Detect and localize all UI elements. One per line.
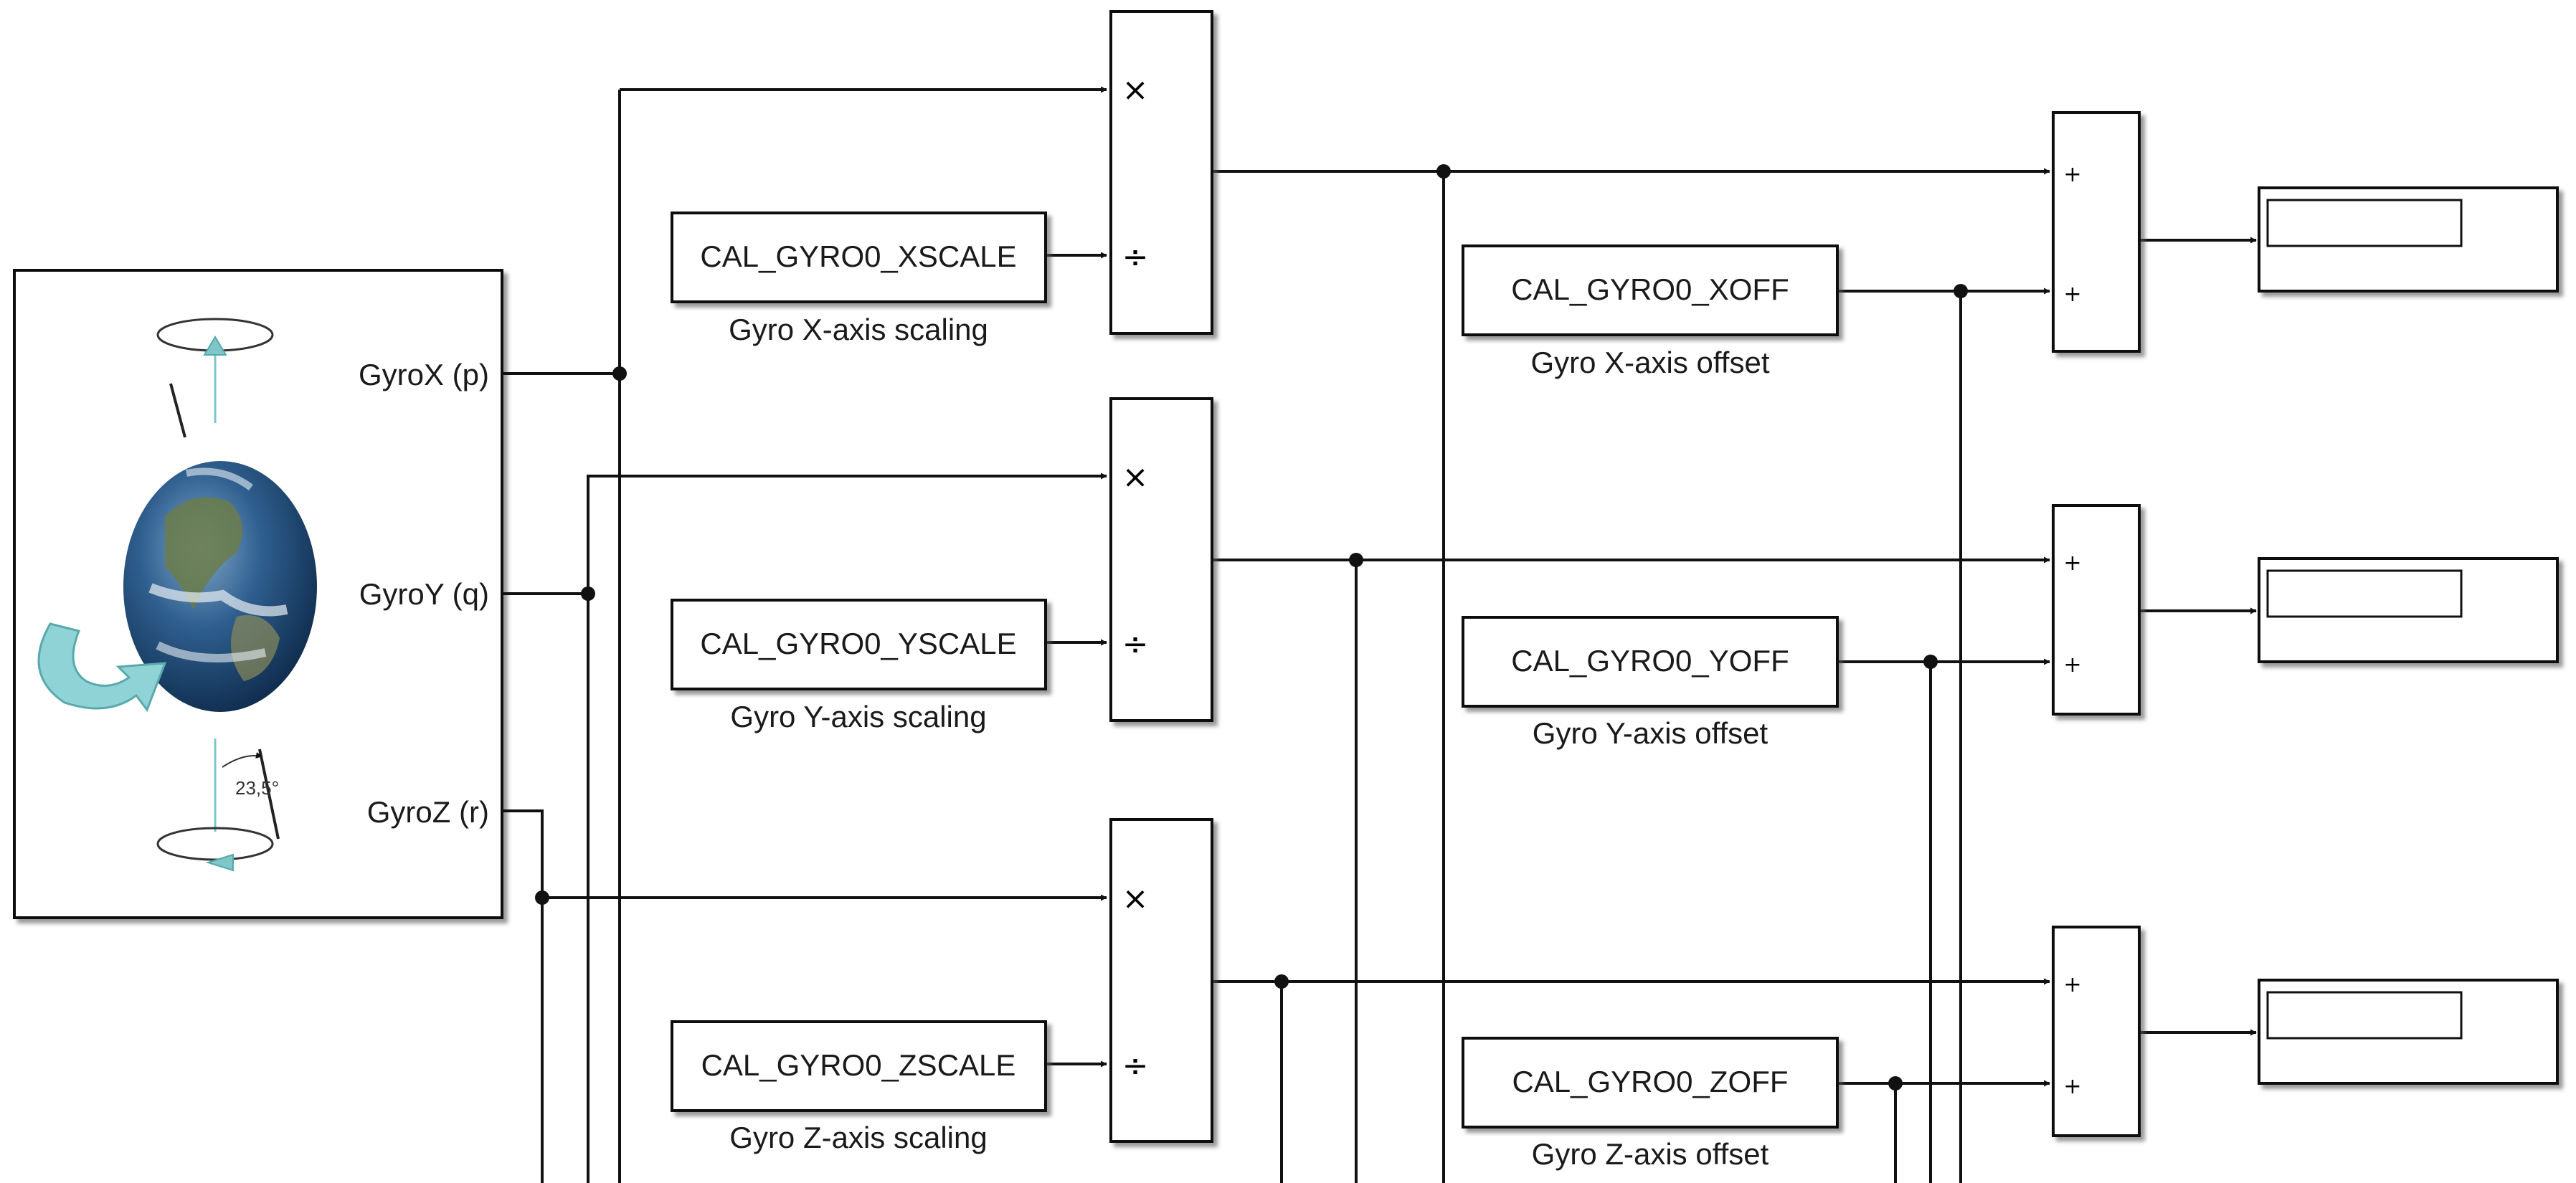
display-block-z[interactable]: [2258, 979, 2559, 1085]
display-block-x[interactable]: [2258, 186, 2559, 293]
constant-label: CAL_GYRO0_ZOFF: [1512, 1065, 1788, 1098]
constant-caption: Gyro Y-axis scaling: [730, 700, 986, 733]
multiply-sign: ×: [1122, 880, 1149, 917]
constant-block-zoff[interactable]: CAL_GYRO0_ZOFF: [1462, 1037, 1839, 1129]
port-gyro-y: GyroY (q): [359, 577, 489, 611]
plus-sign: +: [2063, 282, 2081, 307]
multiply-sign: ×: [1122, 459, 1149, 495]
plus-sign: +: [2063, 972, 2081, 997]
junction-dots: [535, 164, 1968, 1091]
display-value-field: [2266, 199, 2463, 247]
sum-block-y[interactable]: + +: [2052, 504, 2141, 716]
constant-caption: Gyro Y-axis offset: [1533, 716, 1768, 750]
constant-label: CAL_GYRO0_XSCALE: [700, 239, 1016, 273]
axis-tilt-line-bottom: [258, 749, 280, 840]
display-block-y[interactable]: [2258, 557, 2559, 663]
axis-tilt-line: [169, 383, 186, 438]
rotation-arrow-bottom-icon: [156, 738, 274, 872]
tilt-angle-label: 23,5°: [235, 777, 279, 799]
plus-sign: +: [2063, 652, 2081, 678]
plus-sign: +: [2063, 162, 2081, 187]
display-value-field: [2266, 991, 2463, 1040]
port-gyro-x: GyroX (p): [359, 358, 489, 391]
constant-block-yscale[interactable]: CAL_GYRO0_YSCALE: [671, 599, 1047, 690]
divide-sign: ÷: [1122, 239, 1149, 275]
signal-wires: [502, 86, 2257, 1183]
rotation-arrow-top-icon: [156, 318, 274, 423]
rotation-direction-icon: [37, 622, 167, 713]
product-block-y[interactable]: × ÷: [1109, 397, 1213, 722]
display-value-field: [2266, 569, 2463, 618]
constant-caption: Gyro X-axis offset: [1530, 346, 1769, 379]
gyro-source-block[interactable]: 23,5° GyroX (p) GyroY (q) GyroZ (r): [13, 269, 503, 919]
constant-caption: Gyro X-axis scaling: [729, 313, 988, 346]
port-gyro-z: GyroZ (r): [367, 795, 489, 829]
product-block-z[interactable]: × ÷: [1109, 818, 1213, 1143]
sum-block-x[interactable]: + +: [2052, 111, 2141, 353]
constant-caption: Gyro Z-axis offset: [1532, 1137, 1769, 1171]
divide-sign: ÷: [1122, 1047, 1149, 1084]
plus-sign: +: [2063, 1074, 2081, 1099]
earth-icon: [123, 461, 317, 712]
divide-sign: ÷: [1122, 626, 1149, 662]
plus-sign: +: [2063, 551, 2081, 576]
constant-block-xoff[interactable]: CAL_GYRO0_XOFF: [1462, 244, 1839, 336]
product-block-x[interactable]: × ÷: [1109, 10, 1213, 335]
constant-label: CAL_GYRO0_YOFF: [1511, 644, 1789, 678]
constant-block-xscale[interactable]: CAL_GYRO0_XSCALE: [671, 212, 1047, 303]
constant-label: CAL_GYRO0_YSCALE: [700, 627, 1016, 660]
sum-block-z[interactable]: + +: [2052, 926, 2141, 1137]
constant-block-zscale[interactable]: CAL_GYRO0_ZSCALE: [671, 1020, 1047, 1112]
constant-label: CAL_GYRO0_XOFF: [1511, 272, 1789, 306]
constant-caption: Gyro Z-axis scaling: [729, 1121, 987, 1154]
constant-block-yoff[interactable]: CAL_GYRO0_YOFF: [1462, 616, 1839, 708]
multiply-sign: ×: [1122, 72, 1149, 108]
constant-label: CAL_GYRO0_ZSCALE: [701, 1048, 1016, 1082]
